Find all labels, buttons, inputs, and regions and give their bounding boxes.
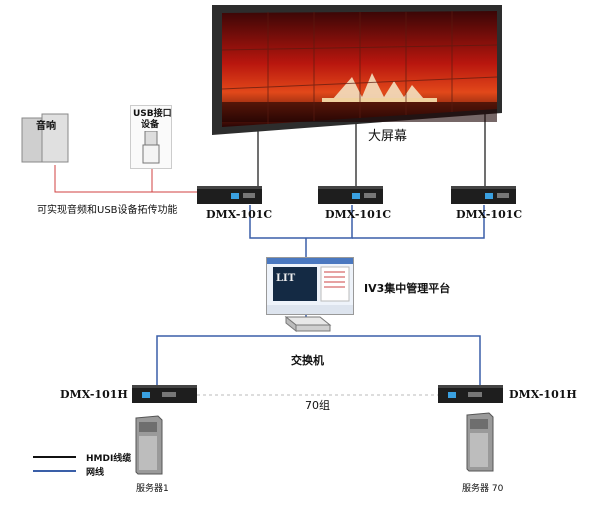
group-label: 70组	[305, 399, 330, 412]
platform-screen-text: LIT	[276, 273, 296, 284]
server-label-2: 服务器 70	[462, 484, 504, 494]
speaker-label: 音响	[36, 121, 56, 132]
transmitter-device-2	[438, 383, 503, 404]
receiver-label-1: DMX-101C	[206, 208, 273, 221]
net-line-r1	[249, 205, 306, 239]
network-switch-icon	[282, 313, 332, 335]
receiver-device-1	[197, 184, 262, 205]
server-tower-icon-2	[465, 411, 495, 473]
net-line-r3	[352, 205, 485, 239]
server-tower-icon-1	[134, 414, 164, 476]
receiver-label-3: DMX-101C	[456, 208, 523, 221]
receiver-device-3	[451, 184, 516, 205]
legend-net-label: 网线	[86, 468, 105, 478]
legend-hdmi-label: HMDI线缆	[86, 454, 132, 464]
audio-line	[54, 165, 197, 193]
receiver-device-2	[318, 184, 383, 205]
transmitter-label-2: DMX-101H	[509, 388, 577, 401]
video-wall-label: 大屏幕	[368, 129, 408, 144]
transmitter-device-1	[132, 383, 197, 404]
speaker-icon	[20, 110, 80, 168]
peripheral-caption: 可实现音频和USB设备拓传功能	[37, 205, 178, 216]
net-line-bottom	[156, 335, 481, 388]
switch-label: 交换机	[291, 354, 324, 367]
transmitter-label-1: DMX-101H	[60, 388, 128, 401]
usb-label-line1: USB接口	[133, 109, 172, 119]
video-wall	[212, 5, 502, 135]
server-label-1: 服务器1	[136, 484, 169, 494]
platform-label: IV3集中管理平台	[364, 282, 451, 295]
receiver-label-2: DMX-101C	[325, 208, 392, 221]
usb-plug-icon	[141, 130, 161, 169]
usb-label-line2: 设备	[141, 120, 160, 130]
management-platform-screen	[266, 257, 354, 315]
